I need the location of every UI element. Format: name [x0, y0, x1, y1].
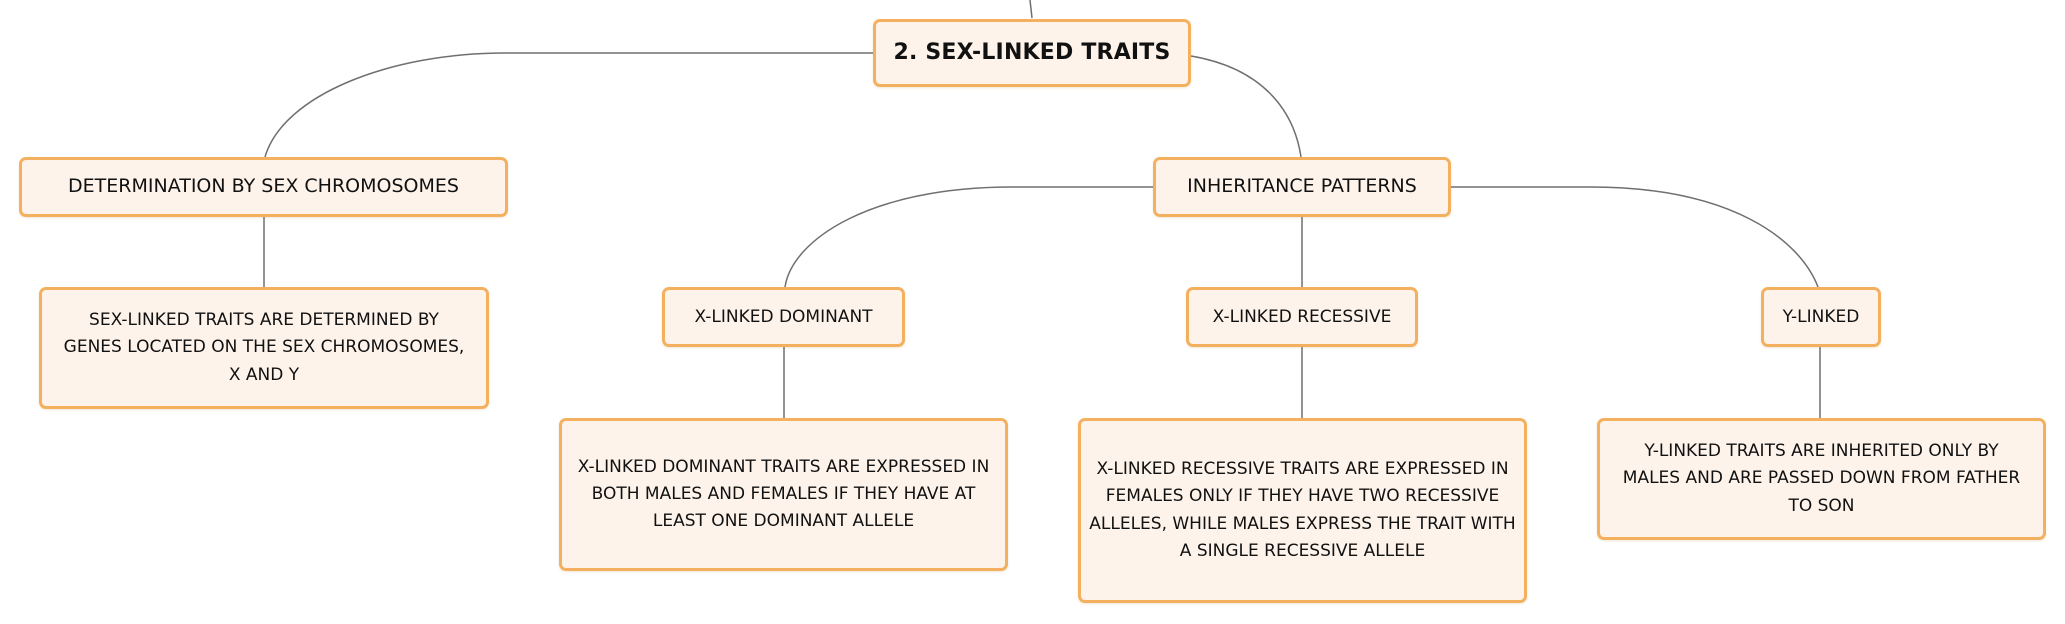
y-linked-description-text: Y-LINKED TRAITS ARE INHERITED ONLY BY MA…	[1622, 441, 2021, 516]
x-linked-dominant-node[interactable]: X-LINKED DOMINANT	[662, 287, 905, 347]
x-linked-dominant-label: X-LINKED DOMINANT	[694, 306, 873, 327]
root-node-label: 2. SEX-LINKED TRAITS	[893, 39, 1171, 65]
x-linked-dominant-description-text: X-LINKED DOMINANT TRAITS ARE EXPRESSED I…	[577, 456, 990, 532]
connector-inheritance-to-x-dominant	[784, 186, 1153, 288]
x-linked-recessive-label: X-LINKED RECESSIVE	[1212, 306, 1392, 327]
root-node[interactable]: 2. SEX-LINKED TRAITS	[873, 19, 1191, 87]
determination-description-text: SEX-LINKED TRAITS ARE DETERMINED BY GENE…	[63, 310, 465, 385]
x-linked-recessive-description-node[interactable]: X-LINKED RECESSIVE TRAITS ARE EXPRESSED …	[1078, 418, 1527, 603]
connector-parent-to-root	[1029, 0, 1033, 19]
y-linked-description-node[interactable]: Y-LINKED TRAITS ARE INHERITED ONLY BY MA…	[1597, 418, 2046, 540]
x-linked-dominant-description-node[interactable]: X-LINKED DOMINANT TRAITS ARE EXPRESSED I…	[559, 418, 1008, 571]
y-linked-label: Y-LINKED	[1782, 306, 1860, 327]
x-linked-recessive-description-text: X-LINKED RECESSIVE TRAITS ARE EXPRESSED …	[1089, 459, 1516, 561]
inheritance-patterns-node[interactable]: INHERITANCE PATTERNS	[1153, 157, 1451, 217]
inheritance-patterns-node-label: INHERITANCE PATTERNS	[1187, 175, 1417, 198]
y-linked-node[interactable]: Y-LINKED	[1761, 287, 1881, 347]
determination-node-label: DETERMINATION BY SEX CHROMOSOMES	[68, 175, 459, 198]
connector-inheritance-to-y-linked	[1451, 186, 1819, 288]
determination-description-node[interactable]: SEX-LINKED TRAITS ARE DETERMINED BY GENE…	[39, 287, 489, 409]
connector-root-to-determination	[264, 52, 873, 158]
determination-node[interactable]: DETERMINATION BY SEX CHROMOSOMES	[19, 157, 508, 217]
x-linked-recessive-node[interactable]: X-LINKED RECESSIVE	[1186, 287, 1418, 347]
connector-root-to-inheritance	[1190, 55, 1302, 158]
